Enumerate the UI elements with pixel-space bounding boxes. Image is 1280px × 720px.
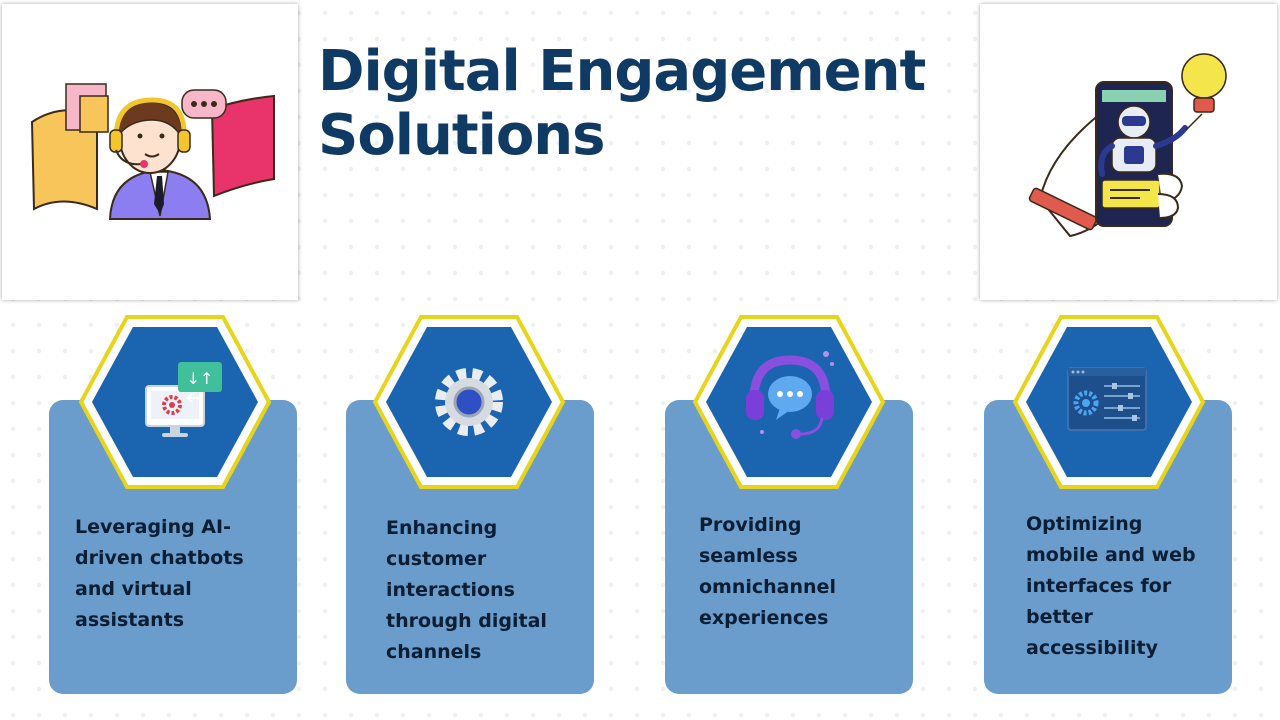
card-text: Providing seamless omnichannel experienc… — [699, 514, 836, 629]
robot-phone-illustration — [980, 4, 1277, 300]
computer-settings-icon: ↓↑ — [145, 362, 222, 437]
hexagon-badge — [372, 314, 566, 490]
hexagon-badge — [1012, 314, 1206, 490]
card-text: Optimizing mobile and web interfaces for… — [1026, 513, 1196, 659]
card-text: Enhancing customer interactions through … — [386, 517, 547, 663]
hexagon-badge — [692, 314, 886, 490]
page-title: Digital Engagement Solutions — [318, 39, 926, 168]
card-text: Leveraging AI-driven chatbots and virtua… — [75, 516, 244, 631]
svg-text:↓↑: ↓↑ — [187, 369, 214, 388]
support-agent-illustration — [2, 4, 298, 300]
gear-icon — [435, 368, 503, 436]
hexagon-badge: ↓↑ — [78, 314, 272, 490]
headset-chat-icon — [746, 351, 834, 439]
control-panel-icon — [1067, 367, 1147, 431]
